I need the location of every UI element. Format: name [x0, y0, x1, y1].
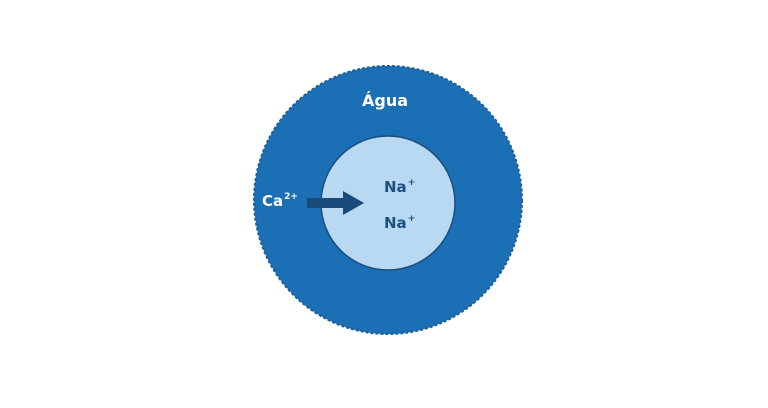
calcium-charge: 2+ — [284, 192, 298, 202]
sodium-symbol-1: Na — [384, 178, 407, 196]
sodium-ion-label-2: Na+ — [384, 215, 415, 231]
sodium-symbol-2: Na — [384, 214, 407, 232]
water-label-text: Água — [362, 91, 409, 110]
calcium-symbol: Ca — [262, 192, 284, 210]
water-label: Água — [362, 93, 408, 109]
sodium-ion-label-1: Na+ — [384, 179, 415, 195]
sodium-charge-1: + — [407, 178, 416, 188]
calcium-ion-label: Ca2+ — [262, 193, 298, 209]
arrow-icon — [307, 191, 364, 215]
sodium-charge-2: + — [407, 214, 416, 224]
